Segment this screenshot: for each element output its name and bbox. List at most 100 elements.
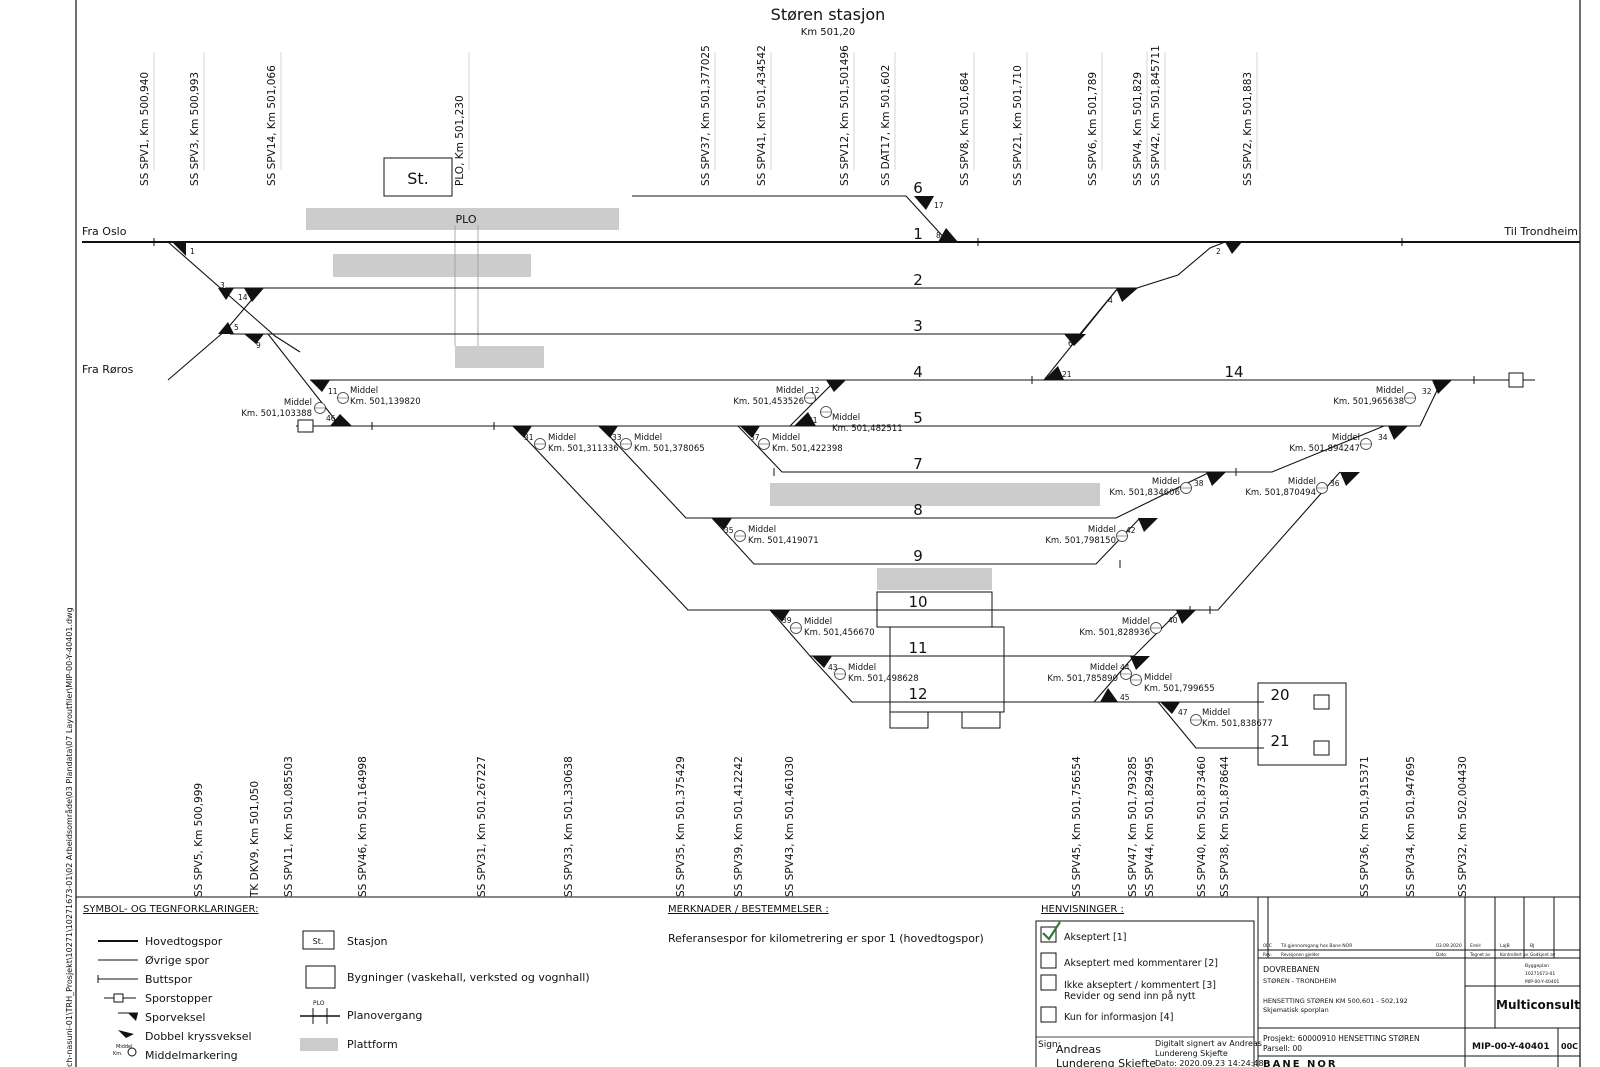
switch-number-label: 6 (1068, 339, 1073, 348)
legend-item: Middelmarkering (145, 1049, 238, 1062)
switch-number-label: 38 (1194, 479, 1204, 488)
insulation-ticks (153, 238, 1475, 614)
revision-cell: Til gjennomgang hos Bane NOR (1280, 943, 1352, 949)
switch-number-label: 11 (328, 387, 338, 396)
switch-number-label: 2 (1216, 247, 1221, 256)
approval-options: Akseptert [1]Akseptert med kommentarer [… (1040, 921, 1218, 1023)
tb-parcel: Parsell: 00 (1263, 1044, 1302, 1053)
switch-number-label: 17 (934, 201, 944, 210)
legend-middel-symbol: Middel (116, 1044, 133, 1050)
middel-word: Middel (776, 386, 804, 396)
middel-km: Km. 501,870494 (1245, 488, 1316, 498)
revision-head-cell: Dato (1436, 952, 1446, 957)
tb-client: BANE NOR (1263, 1059, 1338, 1067)
middel-word: Middel (1090, 663, 1118, 673)
middel-km: Km. 501,453526 (733, 397, 804, 407)
approval-checkbox[interactable] (1040, 974, 1057, 991)
tb-rev: 00C (1561, 1042, 1578, 1051)
bottom-ref-label: SS SPV46, Km 501,164998 (357, 756, 369, 897)
track-number-label: 21 (1270, 732, 1289, 750)
approval-option-label: Akseptert [1] (1064, 932, 1127, 943)
tracks (167, 195, 1535, 749)
bottom-ref-label: SS SPV43, Km 501,461030 (784, 756, 796, 897)
approval-checkbox[interactable] (1040, 926, 1057, 943)
track-6-link (905, 195, 949, 243)
middel-word: Middel (1376, 386, 1404, 396)
switch-number-label: 44 (1120, 663, 1130, 672)
track-number-label: 9 (913, 547, 923, 565)
middel-km: Km. 501,785890 (1047, 674, 1118, 684)
legend-item: Plattform (347, 1038, 398, 1051)
track-number-label: 20 (1270, 686, 1289, 704)
tb-meta-1: Byggeplan (1525, 963, 1549, 969)
top-ref-label: SS DAT17, Km 501,602 (880, 65, 892, 186)
track-number-label: 6 (913, 179, 923, 197)
middel-word: Middel (1202, 708, 1230, 718)
top-ref-label: SS SPV2, Km 501,883 (1242, 72, 1254, 186)
platforms (306, 208, 1100, 590)
switch-number-label: 36 (1330, 479, 1340, 488)
switch-number-label: 46 (326, 414, 336, 423)
track-number-label: 4 (913, 363, 923, 381)
top-ref-label: SS SPV37, Km 501,377025 (700, 45, 712, 186)
building-verksted (889, 626, 1005, 713)
tb-meta-2: 10271673-01 (1525, 971, 1555, 977)
platform-1 (306, 208, 619, 230)
middel-km: Km. 501,378065 (634, 444, 705, 454)
digital-3: Dato: 2020.09.23 14:24:48 (1155, 1059, 1264, 1067)
bottom-ref-label: SS SPV38, Km 501,878644 (1219, 756, 1231, 897)
middel-word: Middel (284, 398, 312, 408)
remarks-text: Referansespor for kilometrering er spor … (668, 932, 984, 945)
approval-checkbox[interactable] (1040, 1006, 1057, 1023)
approval-option-label: Ikke akseptert / kommentert [3] (1064, 980, 1216, 991)
track-number-label: 5 (913, 409, 923, 427)
level-crossing-lines (454, 225, 479, 346)
drawing-frame (75, 0, 1581, 1067)
dir-roros: Fra Røros (82, 363, 134, 376)
middel-km: Km. 501,103388 (241, 409, 312, 419)
signer-2: Lundereng Skjefte (1056, 1057, 1156, 1067)
switch-number-label: 42 (1126, 526, 1136, 535)
switch-symbols (172, 196, 1452, 714)
building-vognhall (1257, 682, 1347, 766)
middel-word: Middel (548, 433, 576, 443)
middel-word: Middel (1144, 673, 1172, 683)
top-ref-label: SS SPV21, Km 501,710 (1012, 65, 1024, 186)
switch-number-label: 33 (612, 433, 622, 442)
track-number-label: 14 (1224, 363, 1243, 381)
platform-3 (455, 346, 544, 368)
approval-checkbox[interactable] (1040, 952, 1057, 969)
switch-number-label: 5 (234, 323, 239, 332)
middel-km: Km. 501,838677 (1202, 719, 1273, 729)
track-12-link (1093, 655, 1135, 703)
top-ref-label: SS SPV41, Km 501,434542 (756, 45, 768, 186)
station-box-label: St. (407, 169, 429, 188)
switch-number-label: 34 (1378, 433, 1388, 442)
legend-station-box (302, 930, 335, 950)
bottom-ref-label: SS SPV35, Km 501,375429 (675, 756, 687, 897)
switch-number-label: 43 (828, 663, 838, 672)
bottom-ref-label: SS SPV33, Km 501,330638 (563, 756, 575, 897)
switch-number-label: 47 (1178, 708, 1188, 717)
approval-option-label: Revider og send inn på nytt (1064, 991, 1196, 1002)
middel-km: Km. 501,311336 (548, 444, 619, 454)
legend-item: Stasjon (347, 935, 388, 948)
middel-word: Middel (1152, 477, 1180, 487)
platform-10 (877, 568, 992, 590)
top-ref-label: SS SPV6, Km 501,789 (1087, 72, 1099, 186)
middel-km: Km. 501,828936 (1079, 628, 1150, 638)
buffer-stop-14 (1508, 372, 1524, 388)
buffer-stop-5 (297, 419, 314, 433)
track-number-label: 2 (913, 271, 923, 289)
buffer-stop-21 (1313, 740, 1330, 756)
legend-building-box (305, 965, 336, 989)
legend-title: SYMBOL- OG TEGNFORKLARINGER: (83, 904, 259, 915)
revision-head-cell: Godkjent av (1530, 952, 1556, 957)
legend-item: Hovedtogspor (145, 935, 223, 948)
lead-1 (167, 241, 301, 353)
plo-label: PLO (455, 213, 476, 226)
